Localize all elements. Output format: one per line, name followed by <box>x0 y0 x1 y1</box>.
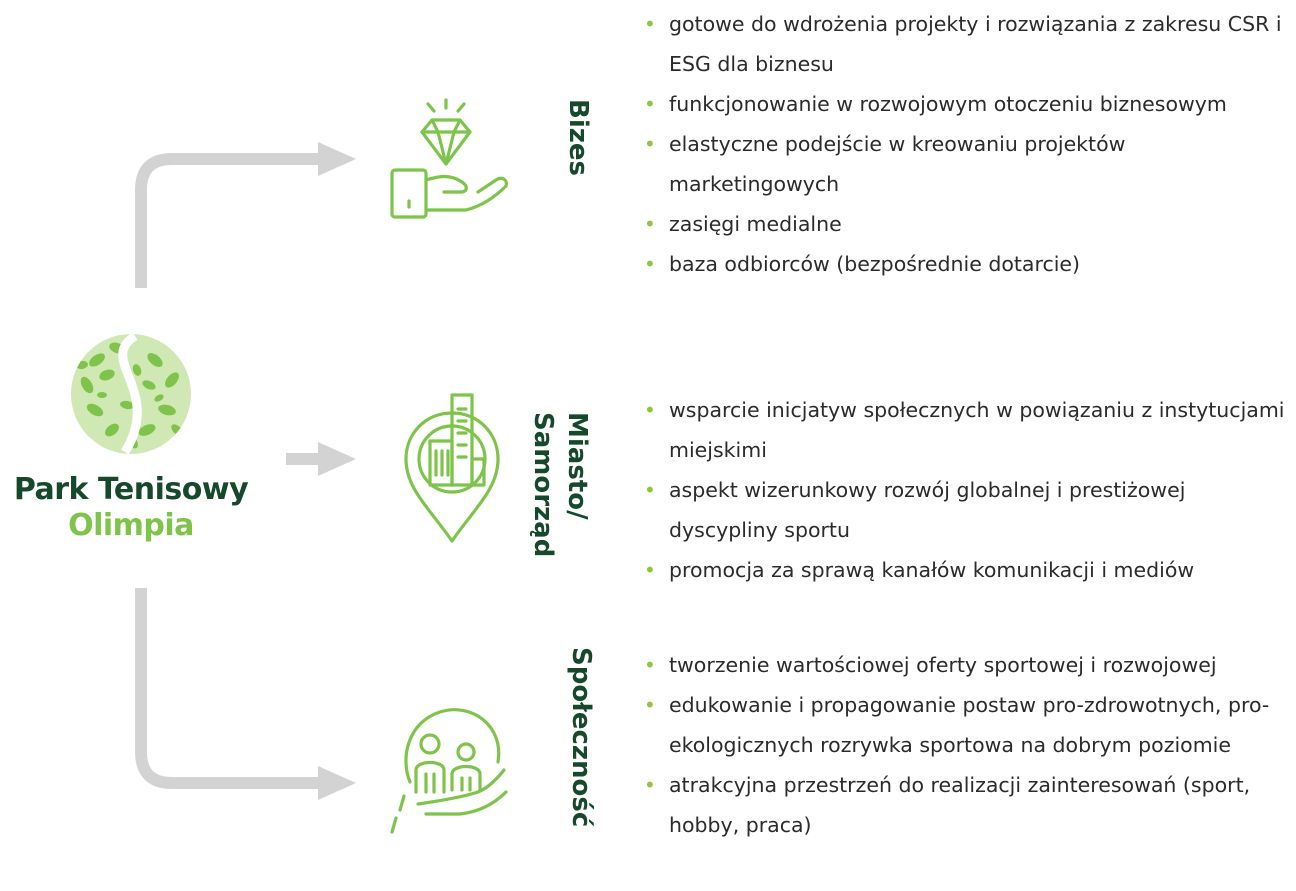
list-item: tworzenie wartościowej oferty sportowej … <box>624 645 1294 685</box>
arrow-middle-head <box>318 442 356 476</box>
logo-title-line1: Park Tenisowy <box>13 472 249 507</box>
arrow-bottom-connector <box>135 588 322 789</box>
arrow-top-connector <box>135 153 322 288</box>
list-item: edukowanie i propagowanie postaw pro-zdr… <box>624 685 1294 765</box>
list-item: elastyczne podejście w kreowaniu projekt… <box>624 124 1294 204</box>
section-label-miasto-samorzad: Miasto/ Samorząd <box>524 412 594 574</box>
community-in-hand-icon <box>390 708 508 834</box>
diamond-on-hand-icon <box>390 98 508 219</box>
section-label-miasto-line2: Samorząd <box>528 412 558 558</box>
arrow-bottom-head <box>318 766 356 800</box>
city-location-pin-icon <box>404 393 500 543</box>
arrow-top-head <box>318 142 356 176</box>
list-item: promocja za sprawą kanałów komunikacji i… <box>624 550 1294 590</box>
park-tenisowy-olimpia-logo: Park Tenisowy Olimpia <box>0 330 262 550</box>
list-item: funkcjonowanie w rozwojowym otoczeniu bi… <box>624 84 1294 124</box>
logo-title-line2: Olimpia <box>68 508 194 543</box>
list-item: aspekt wizerunkowy rozwój globalnej i pr… <box>624 470 1294 550</box>
list-item: wsparcie inicjatyw społecznych w powiąza… <box>624 390 1294 470</box>
leaf-ball-icon <box>71 332 191 455</box>
bullet-list-biznes: gotowe do wdrożenia projekty i rozwiązan… <box>624 4 1294 284</box>
bullet-list-spolecznosc: tworzenie wartościowej oferty sportowej … <box>624 645 1294 845</box>
list-item: baza odbiorców (bezpośrednie dotarcie) <box>624 244 1294 284</box>
bullet-list-miasto: wsparcie inicjatyw społecznych w powiąza… <box>624 390 1294 590</box>
list-item: gotowe do wdrożenia projekty i rozwiązan… <box>624 4 1294 84</box>
list-item: zasięgi medialne <box>624 204 1294 244</box>
section-label-biznes: Bizes <box>563 99 593 176</box>
section-label-miasto-line1: Miasto/ <box>562 412 592 520</box>
section-label-spolecznosc: Społeczność <box>566 647 596 828</box>
list-item: atrakcyjna przestrzeń do realizacji zain… <box>624 765 1294 845</box>
